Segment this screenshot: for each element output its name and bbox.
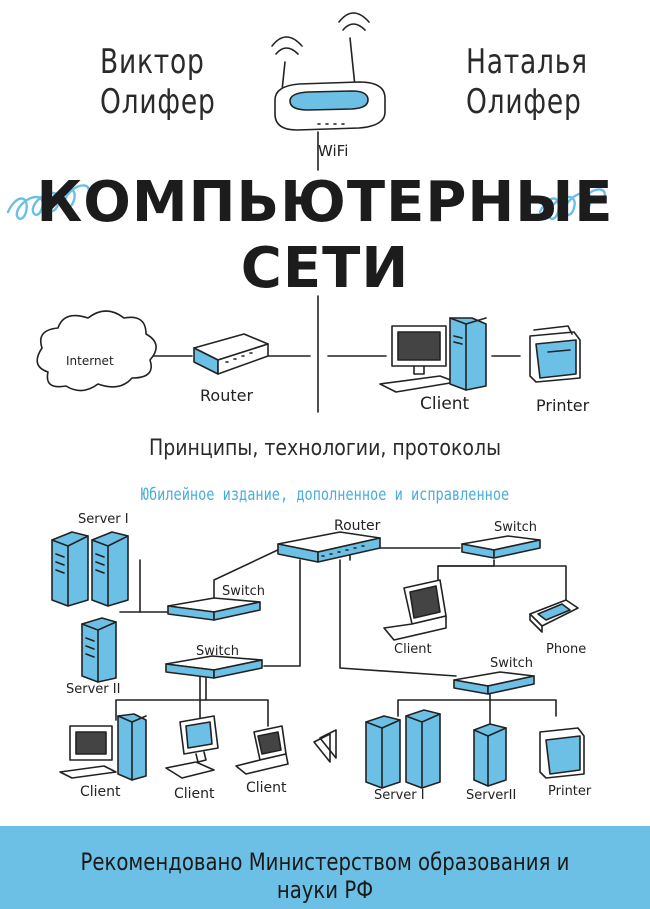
author-left: Виктор Олифер — [100, 42, 216, 122]
server-ii-label: Server II — [66, 682, 121, 697]
publisher-logo-icon — [313, 729, 337, 763]
client-laptop-bottom-icon — [235, 725, 289, 775]
printer-bottom-label: Printer — [548, 784, 592, 799]
laptop-client-icon — [383, 579, 447, 641]
router-device-icon — [193, 333, 269, 375]
client-bottom-2-label: Client — [174, 786, 215, 802]
client-label: Client — [420, 394, 470, 414]
server-i-bottom-label: Server I — [374, 788, 425, 803]
server-i-label: Server I — [78, 512, 129, 527]
switch-mid-left-icon — [167, 597, 261, 621]
footer-band: Рекомендовано Министерством образования … — [0, 826, 650, 909]
wifi-label: WiFi — [318, 142, 349, 160]
edition-note: Юбилейное издание, дополненное и исправл… — [140, 485, 510, 505]
internet-cloud-icon — [36, 310, 157, 392]
server-i-bottom-icon — [365, 709, 441, 789]
switch-top-right-label: Switch — [494, 520, 537, 535]
client-bottom-3-label: Client — [246, 780, 287, 796]
book-title-line-1: КОМПЬЮТЕРНЫЕ — [36, 170, 614, 235]
server-i-icon — [51, 531, 129, 607]
switch-lower-right-icon — [453, 671, 535, 695]
switch-lower-left-label: Switch — [196, 644, 239, 659]
client-computer-icon — [379, 317, 487, 393]
book-title-line-2: СЕТИ — [240, 236, 410, 301]
footer-recommendation: Рекомендовано Министерством образования … — [80, 848, 570, 904]
squiggle-right-decoration — [538, 188, 606, 220]
router-label: Router — [200, 386, 254, 405]
switch-lower-left-icon — [165, 655, 263, 679]
server-ii-icon — [81, 617, 117, 683]
switch-top-right-icon — [461, 535, 541, 559]
printer-icon — [529, 325, 581, 383]
squiggle-left-decoration — [6, 184, 90, 220]
wifi-router-icon — [271, 12, 386, 171]
phone-label: Phone — [546, 642, 587, 657]
author-left-last-name: Олифер — [100, 82, 216, 122]
phone-icon — [529, 599, 579, 633]
book-subtitle: Принципы, технологии, протоколы — [148, 436, 502, 461]
client-bottom-1-label: Client — [80, 784, 121, 800]
printer-label: Printer — [536, 396, 590, 415]
internet-label: Internet — [66, 354, 114, 368]
server-ii-bottom-icon — [473, 723, 507, 787]
author-right: Наталья Олифер — [466, 42, 588, 122]
author-left-first-name: Виктор — [100, 42, 205, 82]
printer-bottom-icon — [539, 727, 585, 779]
client-monitor-bottom-icon — [165, 715, 219, 779]
client-laptop-right-label: Client — [394, 642, 432, 657]
author-right-first-name: Наталья — [466, 42, 588, 82]
client-desktop-bottom-icon — [59, 713, 147, 781]
author-right-last-name: Олифер — [466, 82, 582, 122]
router-center-label: Router — [334, 518, 381, 534]
server-ii-bottom-label: ServerII — [466, 788, 517, 803]
switch-mid-left-label: Switch — [222, 584, 265, 599]
router-switch-icon — [277, 531, 381, 563]
switch-lower-right-label: Switch — [490, 656, 533, 671]
